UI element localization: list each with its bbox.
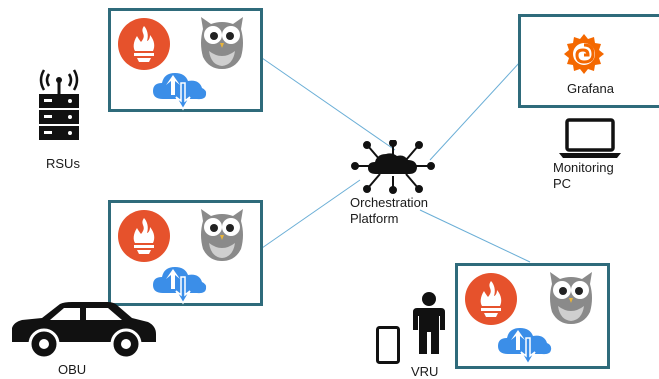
monitoring-pc-label-line1: Monitoring <box>553 160 614 175</box>
cloud-network-icon <box>351 140 435 194</box>
owl-icon <box>201 17 243 69</box>
person-icon <box>413 292 445 354</box>
car-icon <box>12 302 156 360</box>
cloud-upload-download-icon <box>498 328 552 366</box>
grafana-box[interactable]: Grafana <box>518 14 659 108</box>
connector-orchestration-grafana <box>429 61 521 161</box>
connector-rsu-orchestration <box>261 57 396 151</box>
rsu-stack-box[interactable] <box>108 8 263 112</box>
grafana-icon <box>564 34 604 74</box>
cloud-upload-download-icon <box>153 267 207 305</box>
obu-label: OBU <box>58 362 87 377</box>
owl-icon <box>201 209 243 261</box>
cloud-upload-download-icon <box>153 73 207 111</box>
vru-label: VRU <box>411 364 439 379</box>
router-icon <box>39 69 79 140</box>
prometheus-icon <box>118 18 170 70</box>
prometheus-icon <box>465 273 517 325</box>
monitoring-pc-label-line2: PC <box>553 176 572 191</box>
connector-obu-orchestration <box>261 179 361 249</box>
owl-icon <box>550 272 592 324</box>
obu-stack-box[interactable] <box>108 200 263 306</box>
laptop-icon <box>559 118 621 158</box>
rsus-label: RSUs <box>46 156 80 171</box>
connector-orchestration-vru <box>419 209 531 263</box>
vru-stack-box[interactable] <box>455 263 610 369</box>
orchestration-label-line1: Orchestration <box>350 195 429 210</box>
orchestration-label-line2: Platform <box>350 211 399 226</box>
grafana-label: Grafana <box>567 81 614 96</box>
prometheus-icon <box>118 210 170 262</box>
smartphone-icon <box>376 326 400 364</box>
